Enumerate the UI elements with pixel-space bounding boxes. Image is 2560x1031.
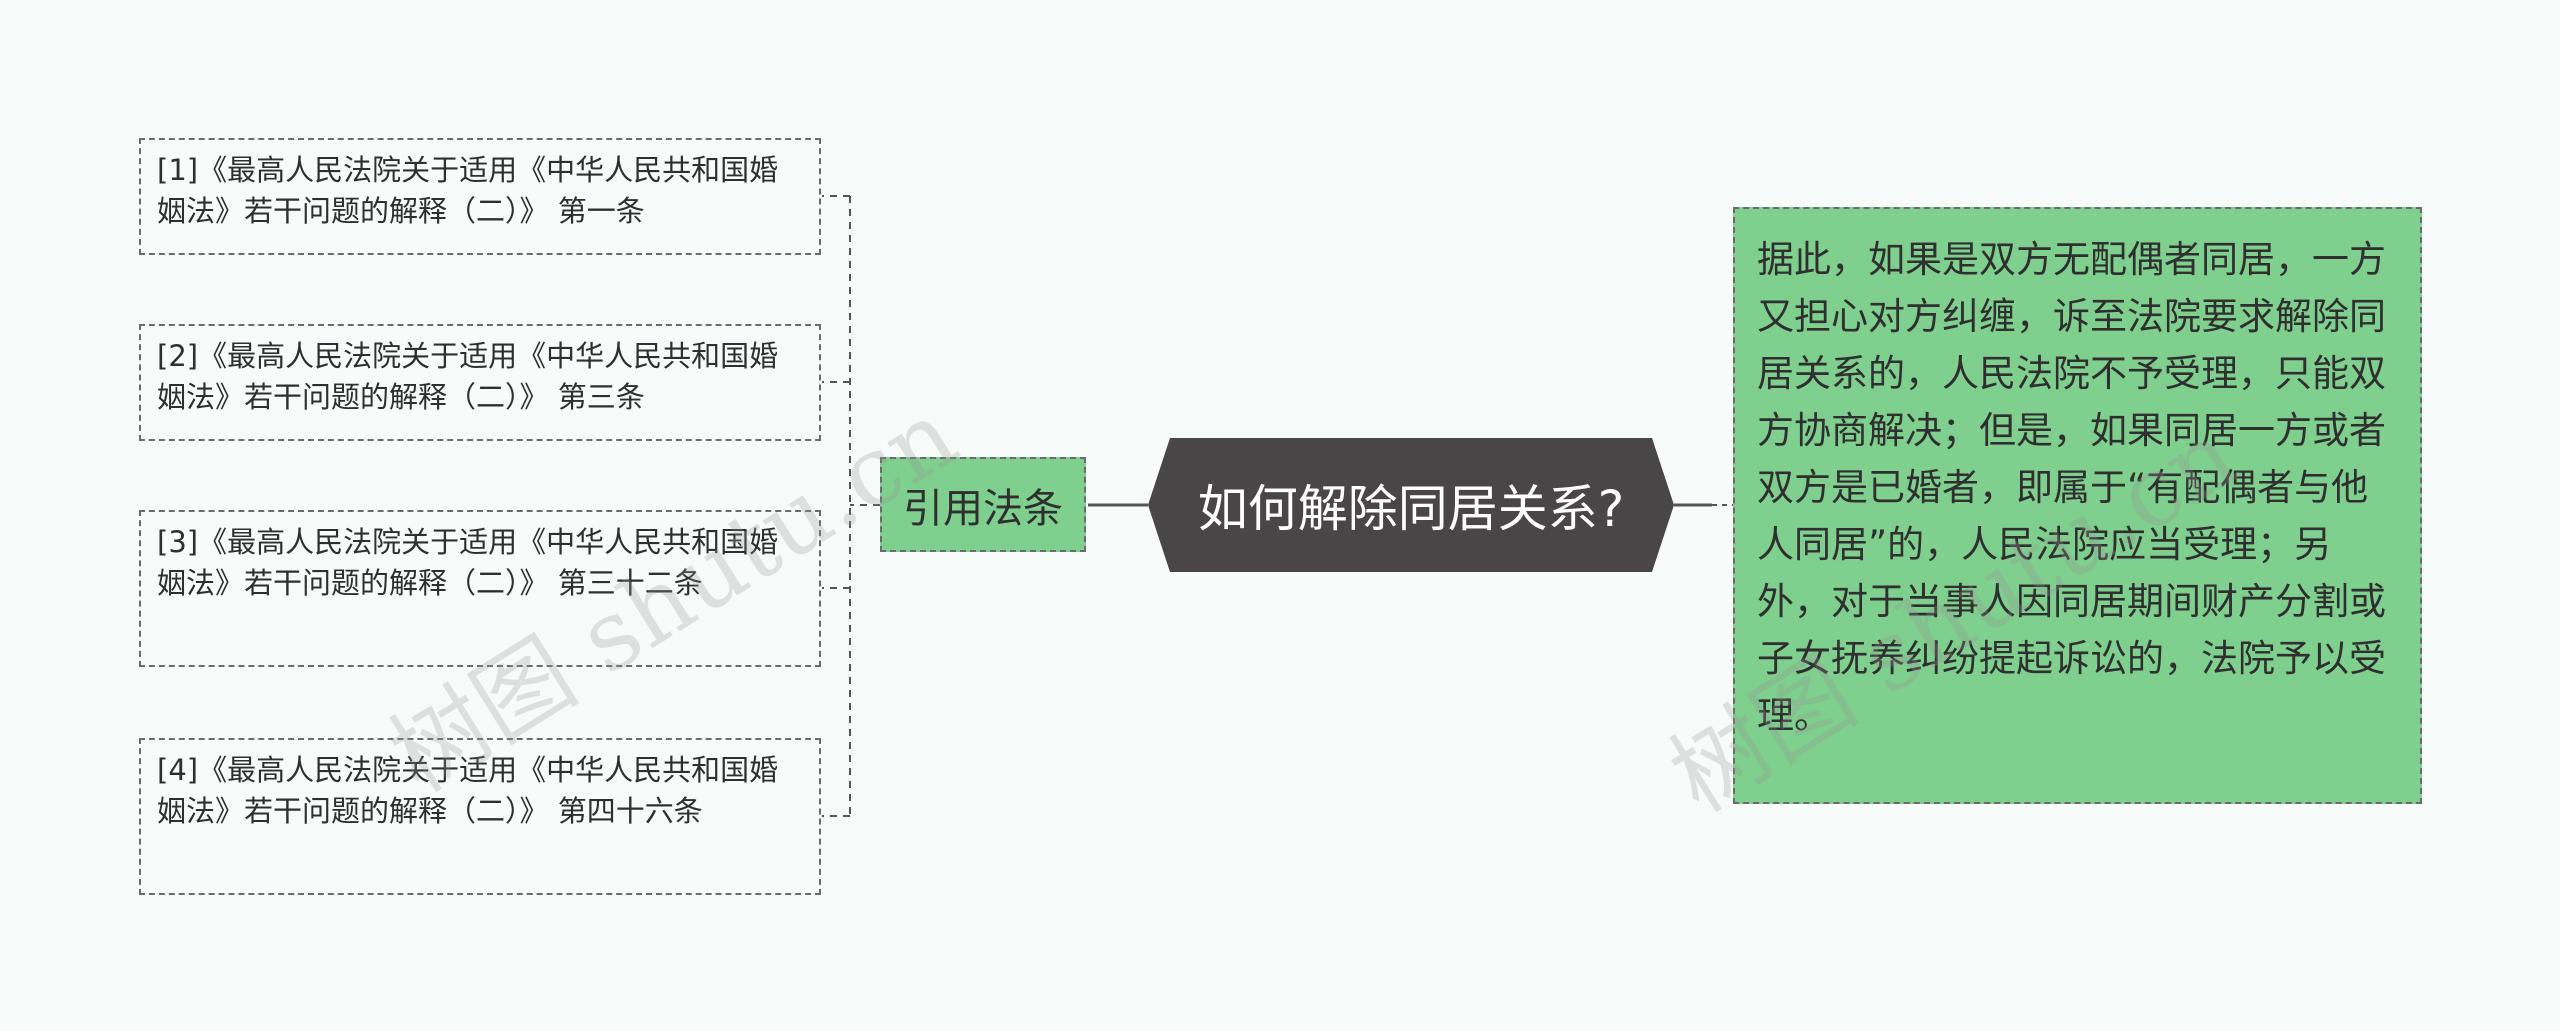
reference-text-4: [4]《最高人民法院关于适用《中华人民共和国婚姻法》若干问题的解释（二）》 第四… [157, 753, 779, 828]
central-topic-shape [1148, 438, 1674, 572]
reference-node-4[interactable]: [4]《最高人民法院关于适用《中华人民共和国婚姻法》若干问题的解释（二）》 第四… [139, 738, 821, 895]
cited-laws-node[interactable]: 引用法条 [880, 457, 1086, 552]
explanation-node[interactable]: 据此，如果是双方无配偶者同居，一方又担心对方纠缠，诉至法院要求解除同居关系的，人… [1733, 207, 2422, 804]
reference-node-1[interactable]: [1]《最高人民法院关于适用《中华人民共和国婚姻法》若干问题的解释（二）》 第一… [139, 138, 821, 255]
explanation-text: 据此，如果是双方无配偶者同居，一方又担心对方纠缠，诉至法院要求解除同居关系的，人… [1757, 238, 2386, 737]
reference-node-3[interactable]: [3]《最高人民法院关于适用《中华人民共和国婚姻法》若干问题的解释（二）》 第三… [139, 510, 821, 667]
central-topic-node[interactable]: 如何解除同居关系? [1148, 438, 1674, 572]
reference-text-2: [2]《最高人民法院关于适用《中华人民共和国婚姻法》若干问题的解释（二）》 第三… [157, 339, 779, 414]
central-topic-label: 如何解除同居关系? [1197, 480, 1625, 538]
cited-laws-label: 引用法条 [903, 485, 1063, 532]
reference-node-2[interactable]: [2]《最高人民法院关于适用《中华人民共和国婚姻法》若干问题的解释（二）》 第三… [139, 324, 821, 441]
reference-text-3: [3]《最高人民法院关于适用《中华人民共和国婚姻法》若干问题的解释（二）》 第三… [157, 525, 779, 600]
reference-text-1: [1]《最高人民法院关于适用《中华人民共和国婚姻法》若干问题的解释（二）》 第一… [157, 153, 779, 228]
